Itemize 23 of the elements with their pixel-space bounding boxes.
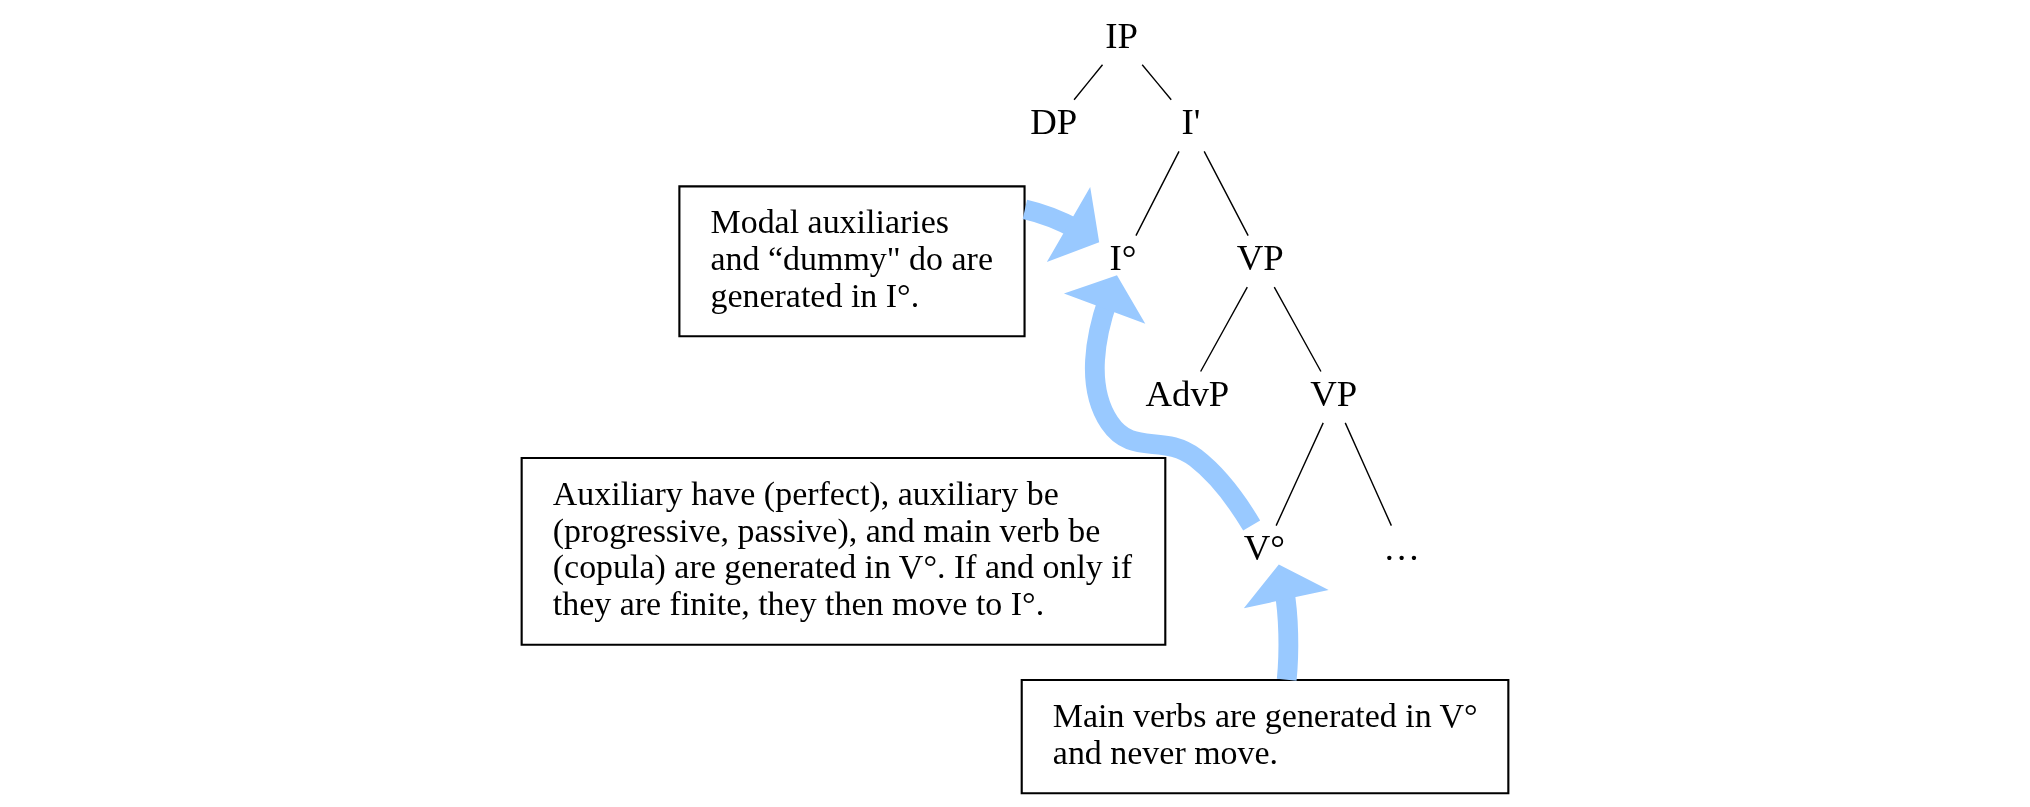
connector — [1199, 286, 1248, 373]
node-text: V° — [1243, 527, 1286, 569]
node-text: AdvP — [1145, 373, 1230, 415]
node-text: VP — [1310, 373, 1358, 415]
arrow — [1063, 275, 1261, 531]
node-box: Modal auxiliaries and “dummy" do are generated in I°. — [678, 185, 1026, 338]
node-box: Main verbs are generated in V° and never move. — [1020, 679, 1510, 795]
connector — [1344, 422, 1393, 527]
node-box: Auxiliary have (perfect), auxiliary be (progressive, passive), and main verb be (copula) are generated in V°. If and only if they are finite, they then move to I°. — [520, 456, 1167, 646]
connector — [1073, 64, 1104, 101]
node-text: … — [1383, 527, 1420, 569]
connector — [1275, 422, 1324, 527]
connector — [1135, 150, 1180, 237]
connector — [1273, 286, 1322, 373]
arrow — [1022, 186, 1100, 263]
arrow — [1243, 564, 1329, 681]
connector — [1203, 150, 1249, 237]
connector — [1141, 64, 1172, 101]
node-text: VP — [1236, 237, 1284, 279]
node-text: I' — [1181, 101, 1201, 143]
node-text: DP — [1030, 101, 1078, 143]
node-text: IP — [1105, 15, 1138, 57]
node-text: I° — [1109, 237, 1137, 279]
